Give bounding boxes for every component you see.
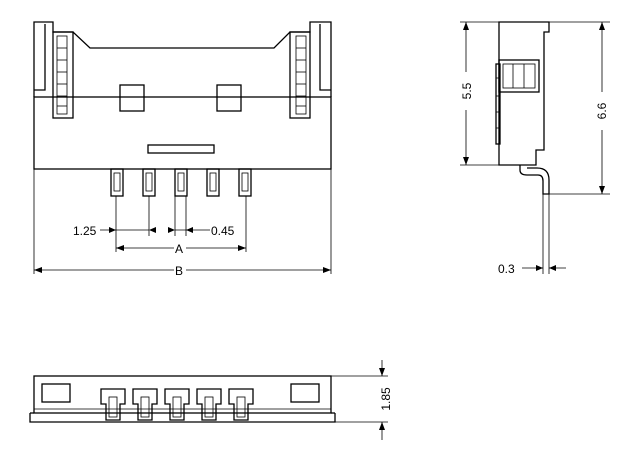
dim-pin-thickness-label: 0.3 — [498, 262, 515, 276]
front-pin-4 — [206, 168, 220, 197]
front-pin-5 — [238, 168, 252, 197]
side-view: 5.5 6.6 0.3 — [460, 21, 610, 276]
dim-depth-label: 1.85 — [379, 387, 393, 411]
front-body — [33, 96, 332, 170]
bottom-pin-2 — [132, 388, 158, 421]
front-window-left — [119, 84, 145, 112]
bottom-view: 1.85 — [29, 360, 393, 440]
front-right-latch — [289, 31, 311, 119]
front-view: 1.25 0.45 A B — [33, 21, 332, 278]
bottom-body — [33, 375, 332, 414]
dim-pin-width-label: 0.45 — [211, 224, 235, 238]
bottom-pin-core-3 — [172, 396, 182, 418]
dim-pitch-label: 1.25 — [73, 224, 97, 238]
bottom-pin-core-4 — [204, 396, 214, 418]
bottom-pin-core-2 — [140, 396, 150, 418]
bottom-pin-core-5 — [236, 396, 246, 418]
front-pin-core-5 — [241, 172, 249, 192]
front-left-notch — [34, 24, 46, 91]
front-pins — [110, 168, 252, 197]
front-pin-1 — [110, 168, 124, 197]
front-pin-3 — [174, 168, 188, 197]
bottom-pin-1 — [100, 388, 126, 421]
front-window-right — [216, 84, 242, 112]
dim-total-height-label: 6.6 — [595, 102, 609, 119]
front-slot — [147, 144, 215, 154]
front-housing-top — [33, 21, 332, 90]
dim-a-label: A — [175, 242, 183, 256]
front-pin-core-3 — [177, 172, 185, 192]
front-right-notch — [319, 24, 331, 91]
front-pin-core-1 — [113, 172, 121, 192]
bottom-pins — [100, 388, 254, 421]
bottom-pin-3 — [164, 388, 190, 421]
side-pin — [519, 165, 550, 195]
dim-b-label: B — [175, 264, 183, 278]
front-pin-core-2 — [145, 172, 153, 192]
bottom-pin-core-1 — [108, 396, 118, 418]
dim-body-height-label: 5.5 — [460, 82, 474, 99]
front-pin-core-4 — [209, 172, 217, 192]
bottom-peg-right — [290, 383, 320, 403]
bottom-pin-5 — [228, 388, 254, 421]
bottom-peg-left — [41, 383, 71, 403]
side-latch-rail — [495, 63, 501, 145]
side-body — [498, 21, 550, 166]
bottom-pin-4 — [196, 388, 222, 421]
side-latch-window — [498, 59, 540, 93]
front-left-latch — [52, 31, 74, 119]
